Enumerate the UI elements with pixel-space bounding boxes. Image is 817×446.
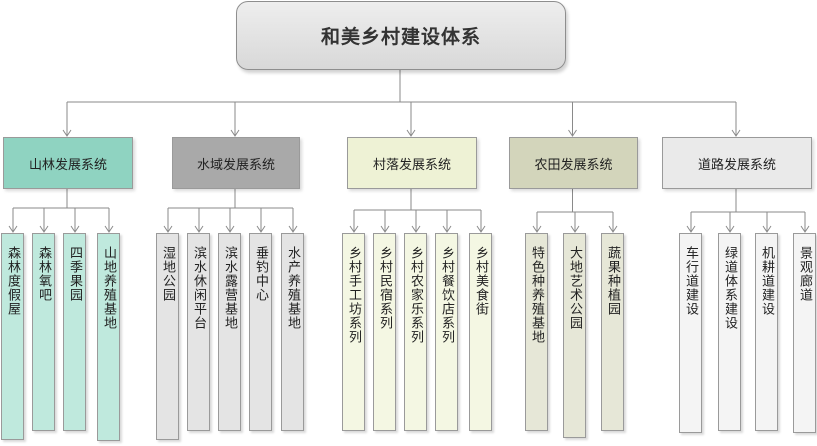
leaf-label: 乡村美食街 (473, 246, 488, 316)
connector-arrow (288, 225, 298, 233)
leaf-node: 森林氧吧 (32, 233, 55, 431)
connector-arrow (731, 129, 741, 137)
leaf-node: 乡村美食街 (469, 233, 492, 431)
connector-arrow (725, 225, 735, 233)
leaf-label: 湿地公园 (160, 246, 175, 302)
leaf-label: 景观廊道 (797, 246, 812, 302)
connector-arrow (70, 225, 80, 233)
connector-arrow (406, 129, 416, 137)
leaf-label: 森林度假屋 (5, 246, 20, 316)
connector-arrow (800, 225, 810, 233)
category-village: 村落发展系统 (347, 137, 477, 189)
connector-arrow (349, 225, 359, 233)
leaf-node: 滨水休闲平台 (187, 233, 210, 431)
connector-arrow (442, 225, 452, 233)
leaf-label: 乡村农家乐系列 (408, 246, 423, 344)
category-farmland: 农田发展系统 (509, 137, 638, 189)
connector-arrow (686, 225, 696, 233)
leaf-label: 乡村民宿系列 (377, 246, 392, 330)
leaf-node: 滨水露营基地 (218, 233, 241, 431)
leaf-label: 乡村餐饮店系列 (439, 246, 454, 344)
leaf-label: 特色种养殖基地 (529, 246, 544, 344)
leaf-label: 四季果园 (67, 246, 82, 302)
leaf-label: 森林氧吧 (36, 246, 51, 302)
leaf-node: 特色种养殖基地 (525, 233, 548, 431)
leaf-node: 四季果园 (63, 233, 86, 431)
leaf-node: 蔬果种植园 (601, 233, 624, 431)
leaf-label: 垂钓中心 (253, 246, 268, 302)
leaf-node: 景观廊道 (793, 233, 816, 433)
leaf-node: 机耕道建设 (755, 233, 778, 431)
leaf-node: 森林度假屋 (1, 233, 24, 440)
leaf-node: 绿道体系建设 (718, 233, 741, 431)
leaf-label: 机耕道建设 (759, 246, 774, 316)
leaf-node: 乡村餐饮店系列 (435, 233, 458, 431)
connector-arrow (411, 225, 421, 233)
connector-arrow (570, 225, 580, 233)
leaf-label: 车行道建设 (683, 246, 698, 316)
connector-arrow (225, 225, 235, 233)
connector-arrow (230, 129, 240, 137)
root-title-prefix: 和美 (320, 26, 361, 48)
category-road: 道路发展系统 (662, 137, 812, 189)
connector-arrow (104, 225, 114, 233)
category-label: 农田发展系统 (534, 157, 613, 173)
category-forest: 山林发展系统 (3, 137, 133, 189)
leaf-node: 乡村手工坊系列 (342, 233, 365, 431)
connector-arrow (163, 225, 173, 233)
leaf-label: 乡村手工坊系列 (346, 246, 361, 344)
root-title-main: 乡村建设体系 (361, 26, 482, 48)
connector-arrow (476, 225, 486, 233)
leaf-label: 绿道体系建设 (722, 246, 737, 330)
leaf-node: 水产养殖基地 (281, 233, 304, 431)
leaf-node: 车行道建设 (679, 233, 702, 433)
connector-arrow (62, 129, 72, 137)
leaf-node: 大地艺术公园 (563, 233, 586, 438)
category-label: 村落发展系统 (372, 157, 451, 173)
category-label: 道路发展系统 (697, 157, 776, 173)
leaf-label: 大地艺术公园 (567, 246, 582, 330)
leaf-node: 乡村民宿系列 (373, 233, 396, 431)
root-node: 和美乡村建设体系 (236, 1, 566, 70)
leaf-node: 山地养殖基地 (97, 233, 120, 441)
category-water: 水域发展系统 (172, 137, 300, 189)
connector-arrow (762, 225, 772, 233)
leaf-label: 滨水休闲平台 (191, 246, 206, 330)
leaf-label: 水产养殖基地 (285, 246, 300, 330)
connector-arrow (380, 225, 390, 233)
connector-arrow (8, 225, 18, 233)
connector-arrow (256, 225, 266, 233)
leaf-label: 蔬果种植园 (605, 246, 620, 316)
leaf-node: 乡村农家乐系列 (404, 233, 427, 431)
connector-arrow (39, 225, 49, 233)
category-label: 水域发展系统 (196, 157, 275, 173)
connector-arrow (608, 225, 618, 233)
connector-arrow (568, 129, 577, 137)
category-label: 山林发展系统 (28, 157, 107, 173)
connector-arrow (194, 225, 204, 233)
connector-arrow (532, 225, 542, 233)
leaf-label: 滨水露营基地 (222, 246, 237, 330)
leaf-node: 湿地公园 (156, 233, 179, 440)
leaf-label: 山地养殖基地 (101, 246, 116, 330)
leaf-node: 垂钓中心 (249, 233, 272, 431)
